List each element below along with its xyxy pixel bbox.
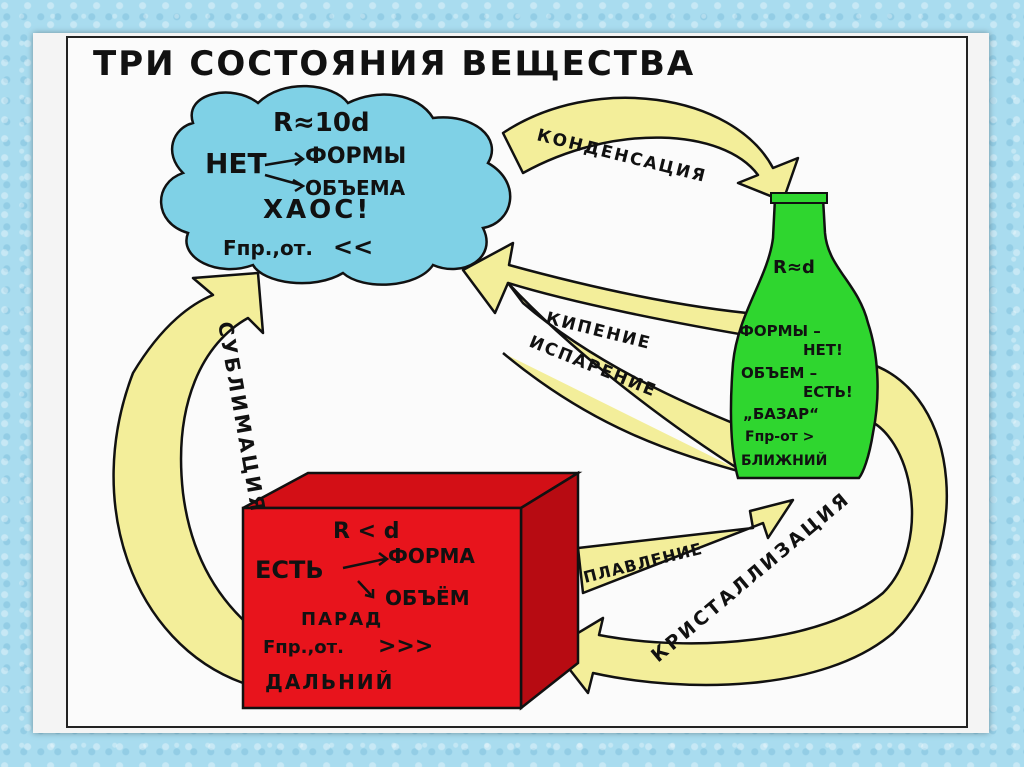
solid-force-label: Fпр.,от. bbox=[263, 637, 344, 658]
slide: ТРИ СОСТОЯНИЯ ВЕЩЕСТВА R≈10d НЕТ ФОРМЫ О… bbox=[33, 33, 989, 733]
arrow-sublimation bbox=[112, 271, 265, 685]
liquid-force-label: Fпр-от > bbox=[745, 429, 814, 445]
diagram-title: ТРИ СОСТОЯНИЯ ВЕЩЕСТВА bbox=[93, 44, 695, 84]
arrow-condensation bbox=[501, 96, 800, 203]
gas-cloud bbox=[159, 84, 512, 286]
solid-arrow-volume bbox=[357, 580, 375, 599]
solid-arrow-form bbox=[342, 552, 390, 570]
diagram-canvas: ТРИ СОСТОЯНИЯ ВЕЩЕСТВА R≈10d НЕТ ФОРМЫ О… bbox=[66, 36, 968, 728]
liquid-volume-yes: ЕСТЬ! bbox=[803, 383, 853, 401]
gas-chaos-label: ХАОС! bbox=[263, 195, 371, 225]
liquid-volume-label: ОБЪЕМ – bbox=[741, 364, 817, 382]
solid-parade: ПАРАД bbox=[301, 609, 383, 630]
liquid-bazaar: „БАЗАР“ bbox=[743, 405, 819, 423]
bottle-neck-ring bbox=[770, 192, 828, 204]
solid-form-label: ФОРМА bbox=[388, 544, 475, 568]
gas-r-relation: R≈10d bbox=[273, 108, 370, 138]
gas-force-label: Fпр.,от. bbox=[223, 236, 313, 260]
liquid-form-no: НЕТ! bbox=[803, 341, 843, 359]
liquid-range: БЛИЖНИЙ bbox=[741, 452, 827, 469]
arrow-melting bbox=[576, 498, 795, 595]
solid-cube-front bbox=[241, 506, 523, 710]
arrow-crystallization bbox=[551, 361, 949, 695]
solid-force-sign: >>> bbox=[378, 634, 433, 659]
liquid-bottle bbox=[729, 196, 879, 480]
gas-arrow-form bbox=[264, 152, 306, 167]
solid-volume-label: ОБЪЁМ bbox=[385, 586, 470, 610]
gas-form-label: ФОРМЫ bbox=[305, 144, 406, 169]
solid-r-relation: R < d bbox=[333, 519, 399, 544]
liquid-form-label: ФОРМЫ – bbox=[739, 322, 821, 340]
liquid-r-relation: R≈d bbox=[773, 257, 815, 278]
gas-volume-label: ОБЪЕМА bbox=[305, 176, 406, 200]
gas-no-label: НЕТ bbox=[205, 147, 267, 180]
gas-force-sign: << bbox=[333, 233, 373, 261]
solid-has-label: ЕСТЬ bbox=[255, 556, 324, 584]
solid-range: ДАЛЬНИЙ bbox=[265, 670, 394, 694]
arrow-boiling-evaporation bbox=[461, 241, 770, 475]
gas-arrow-volume bbox=[264, 173, 306, 193]
